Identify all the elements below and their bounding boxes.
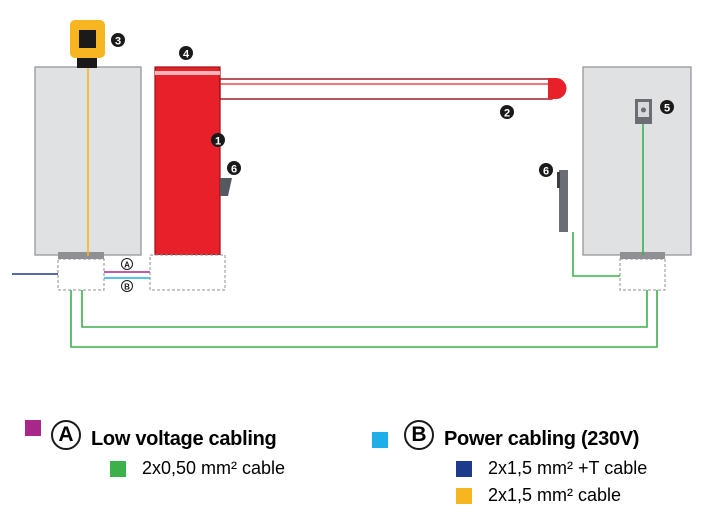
flashing-lamp-lens (79, 30, 96, 48)
right-photocell-post (559, 170, 568, 232)
callout-4: 4 (179, 46, 193, 60)
right-photocell-lens (557, 172, 560, 188)
photocell-icon (220, 178, 232, 196)
svg-text:6: 6 (543, 165, 549, 177)
callout-1: 1 (211, 133, 225, 147)
svg-text:B: B (124, 282, 130, 291)
svg-text:4: 4 (183, 48, 190, 60)
legend-a-swatch (25, 419, 41, 436)
green-cable-outer (70, 290, 658, 348)
legend-b-item-1-swatch (456, 487, 472, 504)
svg-text:6: 6 (231, 163, 237, 175)
key-selector-keyhole (641, 107, 646, 113)
legend-b-item-1: 2x1,5 mm² cable (456, 485, 621, 506)
callout-6-left: 6 (227, 161, 241, 175)
legend-a-item-0-swatch (110, 460, 126, 477)
barrier-cabinet (154, 66, 221, 256)
callout-3: 3 (111, 33, 125, 47)
callout-6-right: 6 (539, 163, 553, 177)
legend-b-item-1-label: 2x1,5 mm² cable (488, 485, 622, 505)
legend-b-title: Power cabling (230V) (444, 428, 640, 450)
barrier-junction-box (149, 254, 226, 291)
legend-a-heading: A Low voltage cabling (25, 418, 277, 451)
svg-text:A: A (124, 260, 130, 269)
right-junction-box (619, 258, 666, 291)
left-pillar-base-plate (58, 252, 104, 259)
right-pillar-base-plate (620, 252, 665, 259)
barrier-cabinet-top-strip (155, 71, 220, 75)
legend-b-heading: B Power cabling (230V) (372, 418, 639, 451)
left-junction-box (57, 258, 105, 291)
callout-2: 2 (500, 105, 514, 119)
legend-a-item-0: 2x0,50 mm² cable (110, 458, 285, 479)
svg-text:5: 5 (664, 102, 670, 114)
marker-a: A (121, 258, 133, 270)
legend-a-title: Low voltage cabling (91, 428, 277, 450)
green-cable-inner (81, 290, 648, 328)
legend-b-swatch (372, 431, 388, 448)
legend-b-item-0-swatch (456, 460, 472, 477)
barrier-boom (219, 78, 553, 100)
right-photocell-cable (572, 232, 620, 277)
svg-text:3: 3 (115, 35, 121, 47)
legend-b-item-0: 2x1,5 mm² +T cable (456, 458, 647, 479)
legend-b-item-0-label: 2x1,5 mm² +T cable (488, 458, 648, 478)
right-pillar (582, 66, 692, 256)
legend-a-item-0-label: 2x0,50 mm² cable (142, 458, 286, 478)
callout-5: 5 (660, 100, 674, 114)
boom-end-cap (548, 78, 567, 99)
svg-text:1: 1 (215, 135, 221, 147)
legend-b-letter: B (404, 419, 434, 450)
lamp-mount (77, 58, 97, 68)
svg-text:2: 2 (504, 107, 510, 119)
marker-b: B (121, 280, 133, 292)
legend-a-letter: A (51, 419, 81, 450)
